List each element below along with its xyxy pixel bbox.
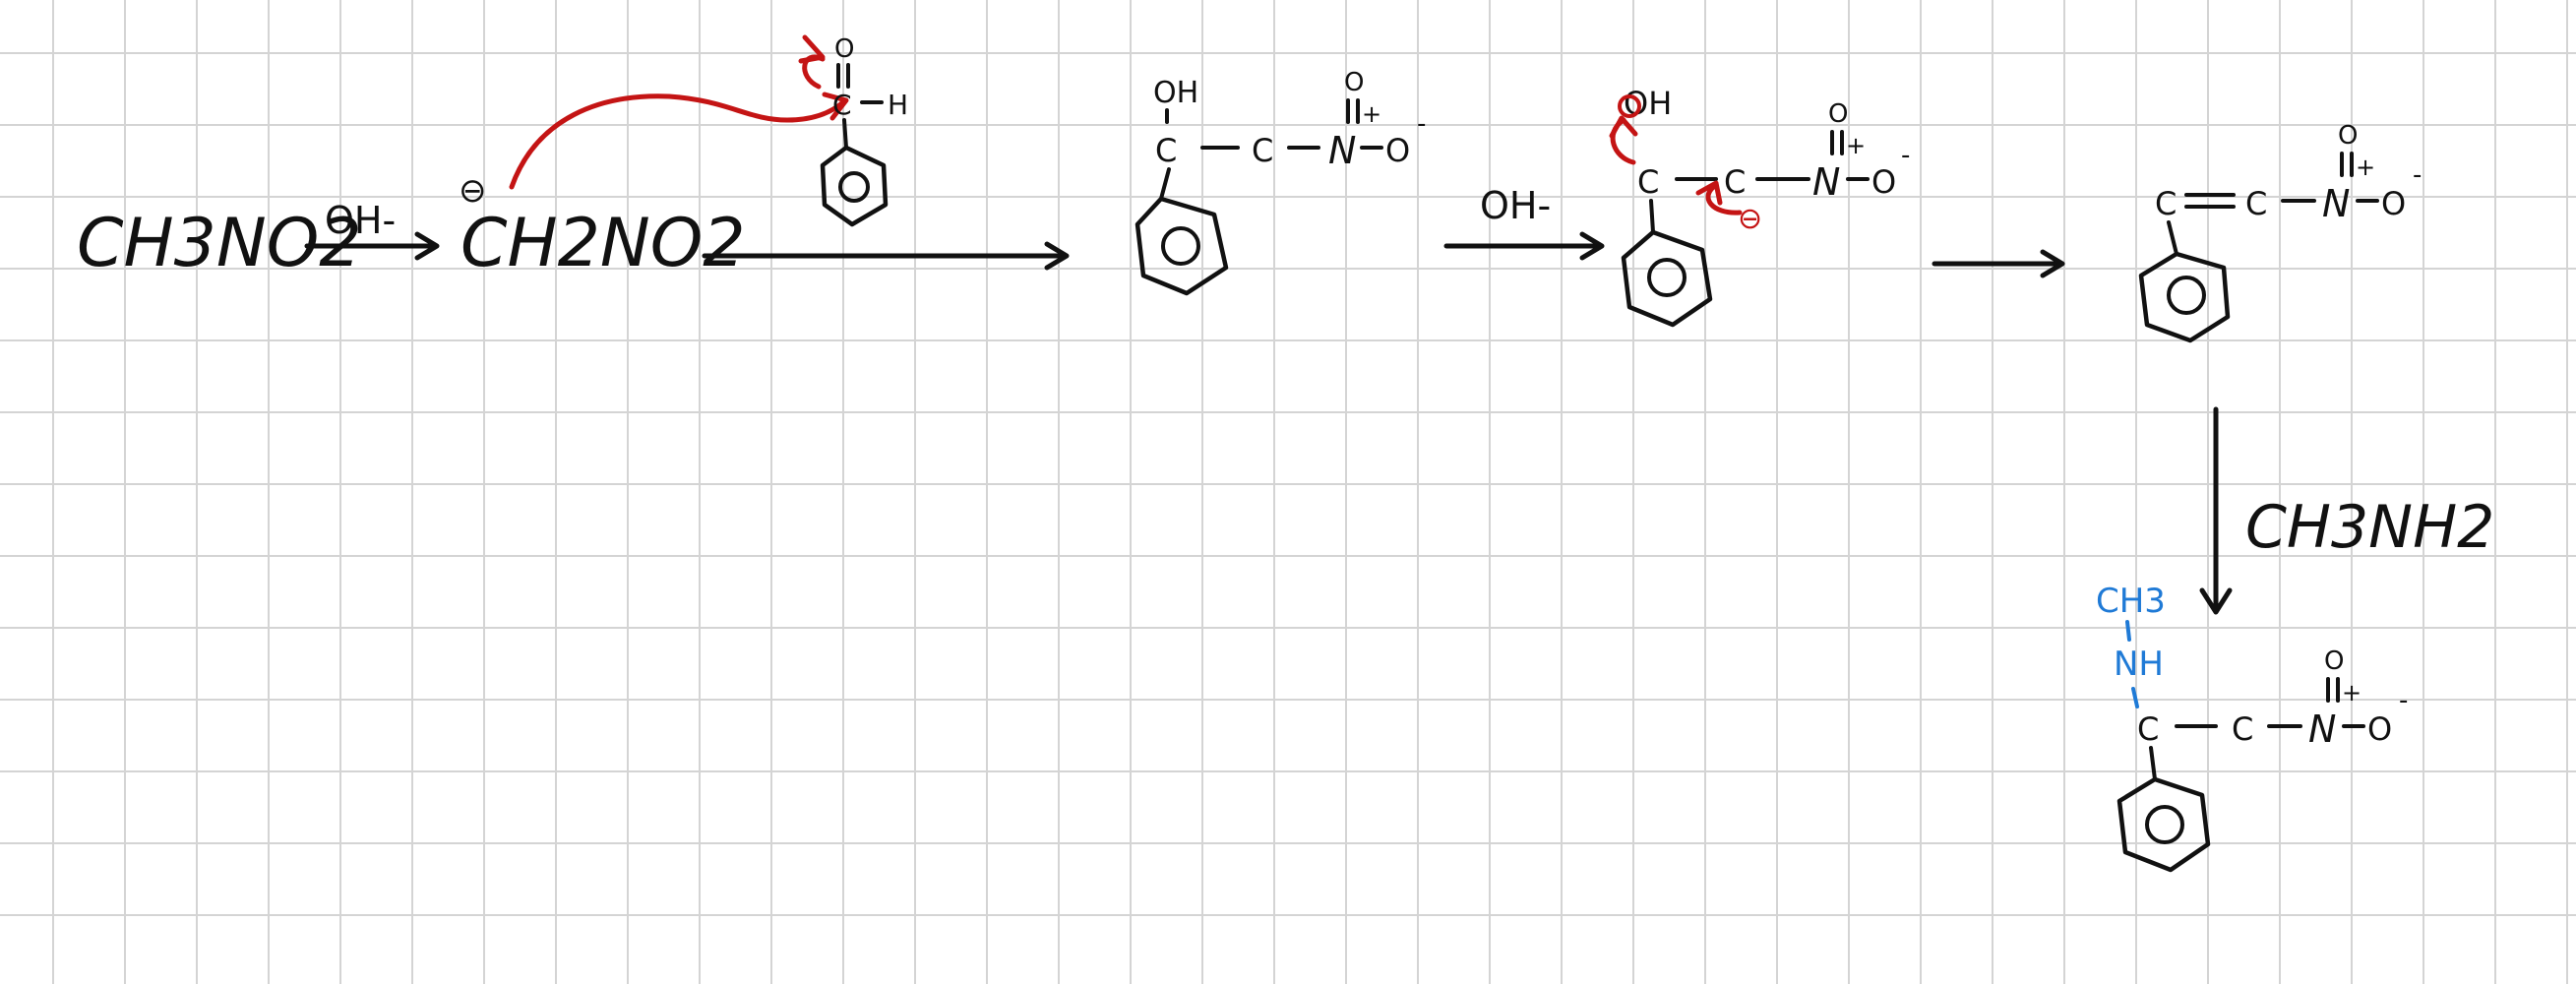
nitro-oxygen-top: O [2338, 121, 2358, 151]
benzene-ring [820, 145, 889, 227]
alkene-carbon-beta: C [2245, 185, 2267, 222]
carbanion-charge: ⊖ [459, 171, 487, 211]
hydroxyl-group: OH [1153, 76, 1198, 110]
carbon-alpha: C [1637, 163, 1659, 201]
nitrogen-positive-charge: + [2356, 154, 2375, 181]
nitro-nitrogen: N [1812, 160, 1840, 204]
carbon-beta: C [1724, 163, 1746, 201]
benzaldehyde: O C H [798, 34, 908, 227]
hydroxyl-highlight [1618, 94, 1641, 118]
nitro-oxygen-right: O [1385, 132, 1410, 169]
benzaldehyde-carbon: C [832, 89, 852, 121]
arrow-step5: CH3NH2 [2199, 406, 2494, 615]
added-amine-group: NH [2114, 645, 2164, 684]
benzaldehyde-hydrogen: H [888, 89, 908, 121]
arrow-step3: OH- [1443, 184, 1605, 261]
nitro-nitrogen: N [1328, 129, 1356, 172]
benzaldehyde-oxygen: O [834, 34, 854, 64]
benzene-ring [2116, 776, 2211, 873]
elimination-arrow [1705, 182, 1743, 215]
nitro-oxygen-top: O [1344, 68, 1364, 97]
reagent-hydroxide-2: OH- [1480, 184, 1551, 227]
reagent-hydroxide-1: OH- [325, 199, 396, 242]
final-product: CH3 NH C C N O + O - [2096, 582, 2408, 873]
nitro-nitrogen: N [2322, 182, 2350, 225]
carbanion-formula: CH2NO2 [460, 205, 746, 282]
oxygen-negative-charge: - [1417, 109, 1426, 139]
reagent-methylamine: CH3NH2 [2245, 493, 2494, 562]
carbonyl-arrowhead [798, 34, 826, 64]
nitro-oxygen-top: O [2324, 646, 2344, 676]
oxygen-negative-charge: - [2399, 686, 2408, 715]
nitrogen-positive-charge: + [1846, 132, 1866, 159]
alkene-carbon-alpha: C [2155, 185, 2177, 222]
nitro-alcohol-intermediate: OH C C N O + O - [1135, 68, 1426, 296]
nitro-oxygen-top: O [1828, 99, 1848, 129]
nitromethane-carbanion: ⊖ CH2NO2 [459, 171, 746, 282]
benzene-ring [2138, 251, 2231, 343]
nitro-oxygen-right: O [2367, 710, 2392, 748]
arrow-step4 [1932, 249, 2065, 278]
carbon-alpha: C [1155, 132, 1177, 169]
carbon-beta: C [2232, 710, 2253, 748]
nitroalkene: C C N O + O - [2138, 121, 2422, 343]
arrow-head [414, 231, 440, 261]
carbanion-intermediate: OH C C ⊖ N O + O - [1609, 85, 1910, 328]
attack-arrowhead [822, 92, 849, 121]
carbon-beta: C [1252, 132, 1273, 169]
nitrogen-positive-charge: + [2342, 679, 2361, 707]
nitro-oxygen-right: O [1871, 163, 1896, 201]
carbon-alpha: C [2137, 710, 2159, 748]
nucleophilic-attack-arrow [509, 93, 847, 190]
nitro-oxygen-right: O [2381, 185, 2406, 222]
oxygen-negative-charge: - [2413, 160, 2422, 190]
benzene-ring [1621, 229, 1713, 328]
added-methyl-group: CH3 [2096, 582, 2166, 621]
arrow-step1: OH- [304, 199, 440, 261]
carbanion-charge: ⊖ [1738, 202, 1762, 236]
nitrogen-positive-charge: + [1362, 100, 1381, 128]
oxygen-negative-charge: - [1901, 141, 1910, 170]
benzene-ring [1135, 196, 1229, 296]
arrow-step2 [702, 241, 1070, 271]
ring-bond [842, 118, 848, 150]
nitro-nitrogen: N [2308, 707, 2336, 751]
